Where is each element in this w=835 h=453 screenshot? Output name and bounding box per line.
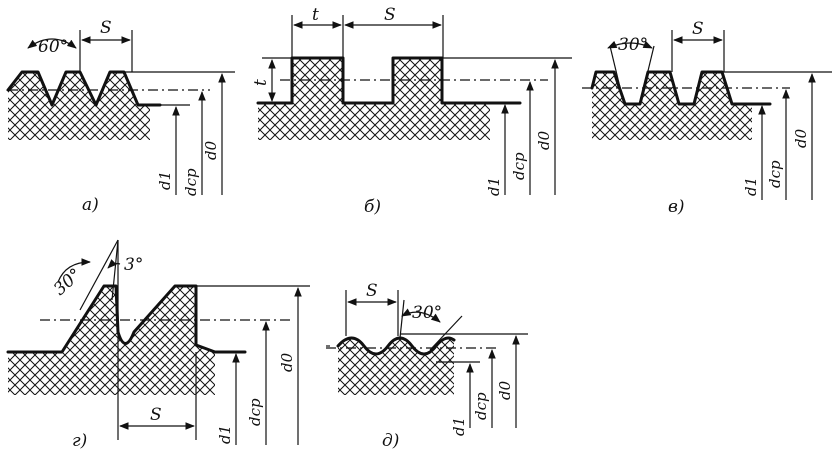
d0-a-label: d0: [202, 140, 220, 160]
angle-g-back-label: 3°: [124, 255, 143, 275]
dcp-g-label: dср: [246, 398, 264, 426]
angle-a-label: 60°: [38, 37, 68, 57]
caption-a: а): [82, 195, 99, 215]
d1-b-label: d1: [485, 177, 503, 196]
caption-g: г): [72, 431, 87, 451]
profile-g-buttress: 30° 3° S d1 dср d0 г): [6, 239, 310, 451]
dcp-v-label: dср: [766, 160, 784, 188]
angle-g-flank-label: 30°: [50, 265, 86, 300]
pitch-v-label: S: [692, 19, 704, 39]
d1-g-label: d1: [216, 425, 234, 444]
d0-b-label: d0: [535, 130, 553, 150]
caption-d: д): [382, 431, 399, 451]
profile-d-round: S 30° d1 dср d0 д): [326, 281, 528, 451]
d0-g-label: d0: [278, 352, 296, 372]
caption-b: б): [364, 197, 381, 217]
pitch-g-label: S: [150, 405, 162, 425]
d0-v-label: d0: [792, 128, 810, 148]
dcp-d-label: dср: [472, 392, 490, 420]
d1-d-label: d1: [450, 417, 468, 436]
angle-v-label: 30°: [618, 35, 648, 55]
pitch-b-label: S: [384, 5, 396, 25]
d1-a-label: d1: [156, 171, 174, 190]
d0-d-label: d0: [496, 380, 514, 400]
dcp-b-label: dср: [510, 152, 528, 180]
pitch-d-label: S: [366, 281, 378, 301]
profile-b-rectangular: t S t d1 dср d0 б): [251, 5, 572, 217]
profile-g-outline: [6, 284, 247, 354]
caption-v: в): [668, 197, 685, 217]
depth-b-top-label: t: [312, 5, 319, 25]
dcp-a-label: dср: [182, 168, 200, 196]
depth-b-side-label: t: [251, 79, 271, 86]
d1-v-label: d1: [742, 177, 760, 196]
profile-v-trapezoidal: 30° S d1 dср d0 в): [582, 19, 832, 217]
pitch-a-label: S: [100, 18, 112, 38]
profile-a-triangular: 60° S d1 dср d0 а): [6, 18, 235, 215]
angle-d-label: 30°: [412, 303, 442, 323]
